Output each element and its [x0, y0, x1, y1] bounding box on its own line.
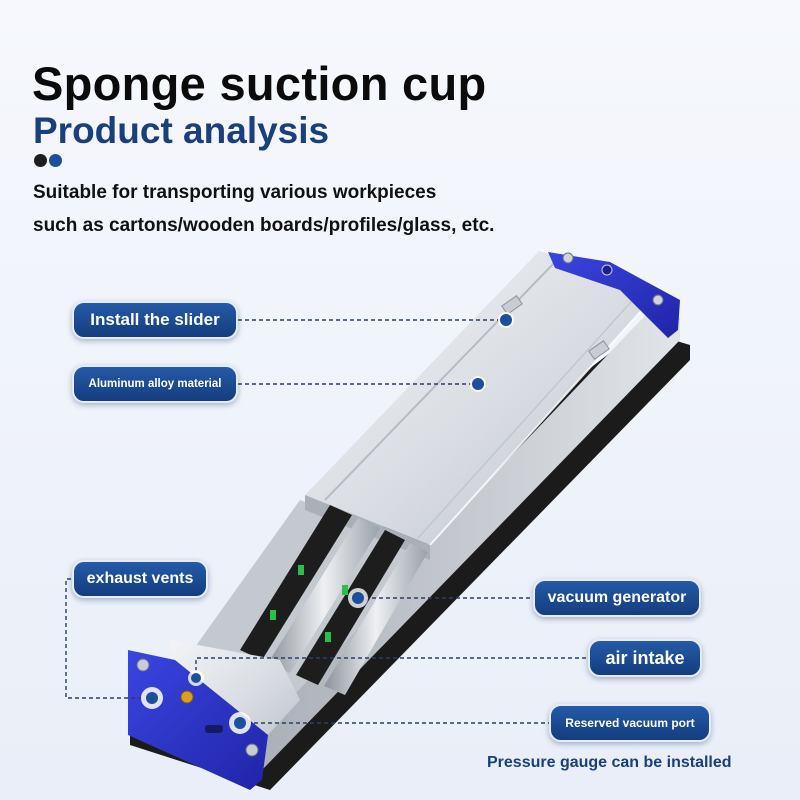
- dot-blue-icon: [49, 154, 62, 167]
- callout-air-intake: air intake: [588, 639, 702, 677]
- slider-plates: [501, 295, 610, 360]
- callout-exhaust-vents: exhaust vents: [72, 560, 208, 598]
- page-title: Sponge suction cup: [32, 57, 487, 110]
- callout-markers: [141, 312, 514, 734]
- callout-leaders: [65, 319, 590, 724]
- rear-end-cap: [548, 252, 680, 338]
- dot-dark-icon: [34, 154, 47, 167]
- decorative-dots: [34, 154, 74, 168]
- front-end-cap: [128, 650, 268, 790]
- pressure-gauge-note: Pressure gauge can be installed: [487, 754, 732, 771]
- callout-reserved-vacuum-port: Reserved vacuum port: [549, 704, 711, 742]
- callout-install-slider: Install the slider: [72, 301, 238, 339]
- page-subtitle: Product analysis: [33, 110, 330, 151]
- callout-vacuum-generator: vacuum generator: [533, 579, 701, 617]
- description-line-2: such as cartons/wooden boards/profiles/g…: [33, 215, 495, 236]
- description-line-1: Suitable for transporting various workpi…: [33, 182, 437, 203]
- vacuum-generator-tubes: [240, 505, 428, 695]
- callout-aluminum-alloy: Aluminum alloy material: [72, 365, 238, 403]
